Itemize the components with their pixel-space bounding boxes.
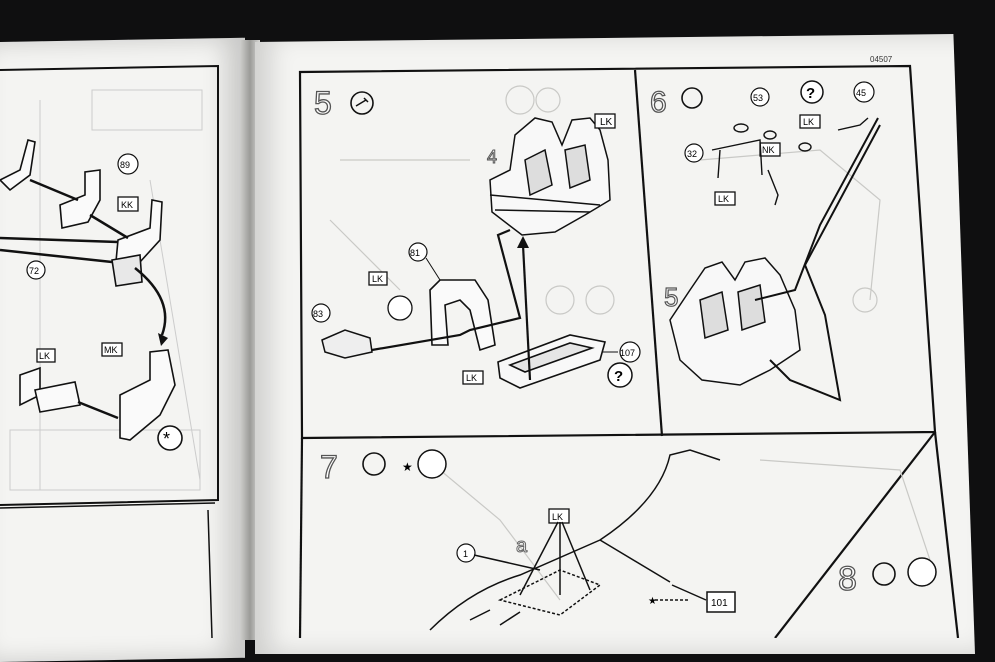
svg-text:45: 45 [856,88,866,98]
question-help-icon [607,362,633,388]
glue-tube-icon [872,562,896,586]
svg-text:★: ★ [402,460,413,474]
glue-tube-icon [350,91,374,115]
svg-text:81: 81 [410,248,420,258]
decal-flag-icon [36,348,56,363]
glue-tube-icon [681,87,703,109]
svg-text:107: 107 [620,348,635,358]
question-help-icon [800,80,824,104]
step-6: 6 53 ? 45 32 LK NK LK 5 [649,80,881,402]
part-81-frame [429,279,496,352]
svg-text:LK: LK [372,274,383,284]
decal-flag-icon [548,508,570,524]
left-page-callouts: 89 72 KK LK MK * [26,153,183,451]
step-5: 5 4 LK 81 83 LK 107 [311,84,641,389]
part-number-callout [408,242,428,262]
svg-text:LK: LK [718,194,729,204]
page-code: 04507 [870,55,893,64]
decal-flag-icon [117,196,139,212]
svg-text:32: 32 [687,149,697,159]
cockpit-tub-drawing [669,257,801,386]
svg-text:8: 8 [838,560,857,598]
left-seat-assembly [0,139,176,441]
step-8: 8 [837,557,937,599]
svg-text:MK: MK [104,345,118,355]
step-7: 7 ★ a LK 1 101 ★ [319,448,736,631]
decal-flag-icon [462,370,484,385]
asterisk-optional-icon [157,425,183,451]
decal-flag-icon [368,271,388,286]
part-107-tray [497,334,607,389]
fuselage-half-drawing [429,449,721,631]
right-instruction-page [255,34,975,654]
step-8-divider [774,431,936,638]
svg-text:72: 72 [29,266,39,276]
svg-text:a: a [516,535,528,557]
svg-text:7: 7 [320,449,338,485]
part-83 [321,329,373,359]
svg-text:83: 83 [313,309,323,319]
svg-text:LK: LK [803,117,814,127]
svg-text:53: 53 [753,93,763,103]
control-stick-parts [711,117,869,206]
paint-pot-icon [387,295,413,321]
step-divider [633,69,664,437]
cockpit-tub-drawing [489,117,611,236]
svg-text:5: 5 [664,282,678,312]
svg-text:NK: NK [762,145,775,155]
instruction-drawings: 5 4 LK 81 83 LK 107 [0,55,960,638]
svg-text:★: ★ [648,596,657,607]
svg-text:6: 6 [650,86,667,119]
paint-pot-icon [417,449,447,479]
paint-pot-icon [907,557,937,587]
part-number-box [706,591,736,613]
glue-tube-icon [362,452,386,476]
svg-text:LK: LK [466,373,477,383]
left-step-frame [0,64,219,506]
decal-flag-icon [101,342,123,357]
svg-text:LK: LK [600,117,613,128]
step-number: 5 [314,85,332,121]
svg-text:LK: LK [552,512,563,522]
svg-text:4: 4 [487,147,497,167]
decal-flag-icon [714,191,736,206]
svg-text:101: 101 [711,598,728,609]
svg-text:1: 1 [463,549,468,559]
svg-text:LK: LK [39,351,50,361]
decal-flag-icon [799,114,821,129]
svg-text:89: 89 [120,160,130,170]
decal-flag-icon [594,113,616,129]
svg-text:KK: KK [121,200,133,210]
svg-text:?: ? [806,85,815,102]
svg-text:?: ? [614,368,623,385]
svg-text:*: * [163,429,170,449]
